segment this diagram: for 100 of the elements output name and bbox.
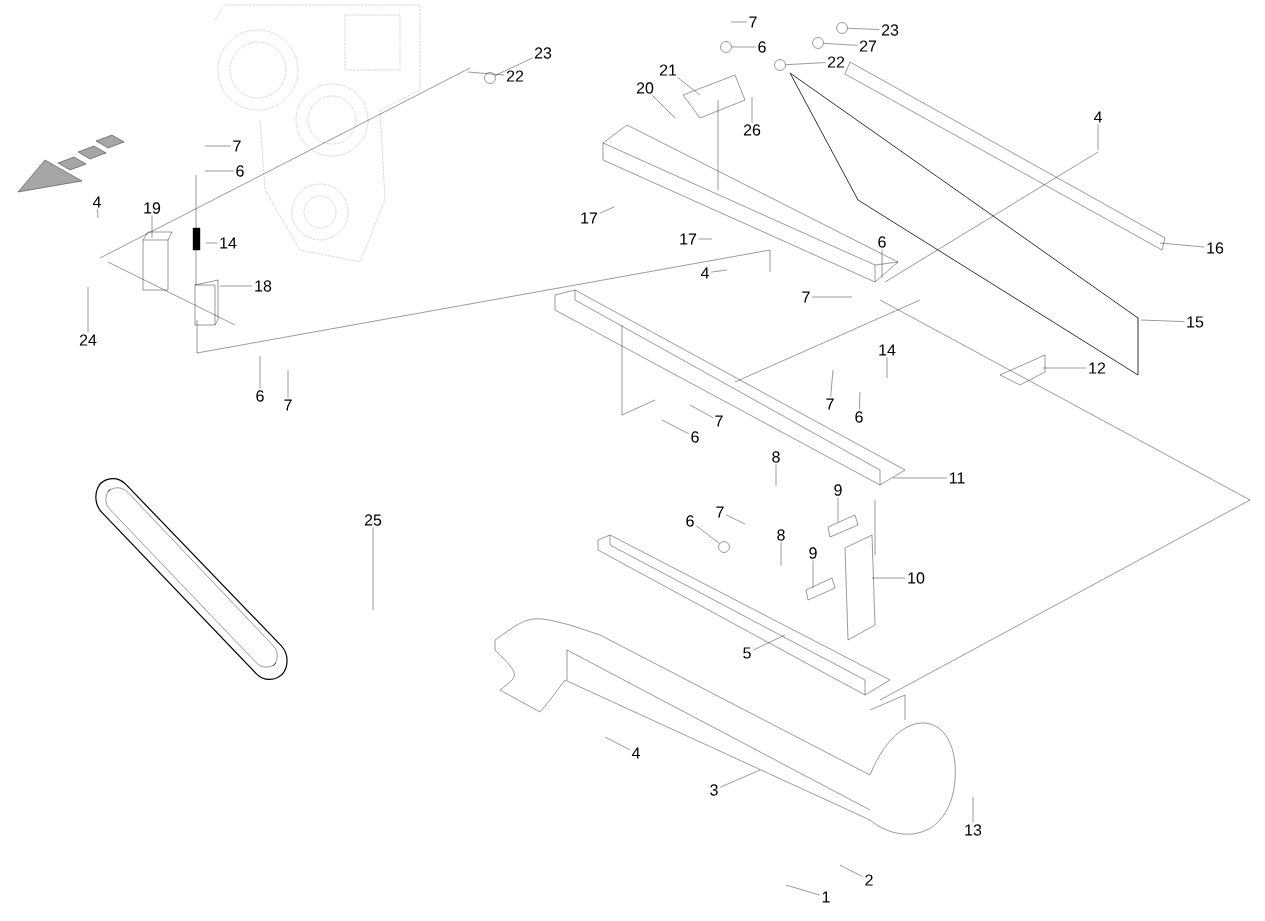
washer (718, 541, 730, 553)
callout-number: 17 (680, 233, 697, 245)
leader-line (837, 497, 839, 523)
callout-number: 9 (834, 484, 842, 496)
leader-line (698, 238, 713, 240)
leader-line (677, 77, 701, 96)
leader-line (823, 43, 858, 46)
callout-number: 4 (1093, 111, 1102, 123)
washer (774, 59, 786, 71)
leader-line (1140, 319, 1185, 322)
callout-number: 6 (691, 431, 699, 443)
leader-line (972, 796, 974, 823)
callout-number: 7 (284, 399, 292, 411)
leader-line (812, 560, 814, 589)
callout-number: 10 (908, 572, 925, 584)
callout-number: 16 (1207, 242, 1224, 254)
callout-number: 7 (749, 16, 757, 28)
leader-line (1159, 242, 1205, 248)
callout-number: 21 (659, 64, 677, 76)
leader-line (1042, 367, 1087, 369)
leader-line (892, 477, 948, 479)
callout-number: 2 (865, 874, 873, 886)
callout-number: 5 (743, 647, 751, 659)
callout-number: 27 (859, 40, 877, 52)
leader-line (151, 215, 153, 239)
leader-line (599, 206, 615, 214)
washer (812, 37, 824, 49)
leader-line (1097, 124, 1099, 151)
leader-line (467, 71, 505, 76)
leader-line (830, 369, 834, 397)
callout-number: 26 (743, 124, 761, 136)
leader-line (839, 864, 864, 878)
callout-number: 20 (636, 82, 654, 94)
washer (484, 72, 496, 84)
leader-line (689, 404, 714, 418)
callout-number: 17 (581, 212, 598, 224)
leader-line (97, 209, 99, 219)
leader-line (219, 285, 253, 287)
callout-number: 7 (802, 291, 810, 303)
callout-number: 13 (965, 824, 982, 836)
leader-line (494, 57, 533, 76)
callout-number: 19 (144, 202, 161, 214)
leader-line (725, 514, 746, 525)
leader-line (731, 46, 757, 48)
leader-line (751, 96, 753, 123)
leader-line (661, 419, 690, 435)
leader-line (604, 736, 631, 751)
callout-number: 4 (700, 267, 709, 279)
callout-number: 4 (92, 196, 101, 208)
leader-line (652, 95, 676, 119)
leader-line (847, 28, 880, 30)
callout-number: 6 (855, 411, 863, 423)
callout-number: 6 (878, 236, 886, 248)
leader-line (871, 577, 906, 579)
leader-line (695, 525, 720, 544)
callout-number: 6 (758, 41, 766, 53)
leader-line (775, 464, 777, 487)
callout-number: 7 (233, 140, 241, 152)
callout-number: 22 (827, 56, 845, 68)
leader-line (811, 296, 853, 298)
leader-line (881, 249, 883, 279)
leader-line (259, 355, 261, 389)
callout-number: 25 (364, 514, 382, 526)
leader-line (205, 242, 218, 244)
leader-line (730, 21, 748, 23)
callout-number: 23 (881, 24, 899, 36)
callout-number: 7 (715, 415, 723, 427)
leader-line (886, 357, 888, 379)
callout-number: 1 (822, 891, 830, 903)
leader-line (372, 527, 374, 611)
callout-number: 22 (506, 70, 524, 82)
callout-number: 6 (236, 165, 244, 177)
leader-line (204, 145, 232, 147)
washer (836, 22, 848, 34)
callout-number: 23 (534, 47, 552, 59)
leader-line (752, 634, 786, 651)
callout-number: 14 (220, 237, 237, 249)
washer (720, 41, 732, 53)
leader-line (785, 884, 821, 896)
callout-number: 7 (716, 506, 724, 518)
callout-number: 8 (777, 529, 785, 541)
leader-line (859, 391, 861, 410)
callout-number: 3 (710, 784, 718, 796)
callout-number: 11 (949, 472, 965, 484)
callout-number: 24 (79, 334, 97, 346)
leader-line (204, 170, 235, 172)
leader-line (287, 369, 289, 398)
callout-number: 18 (255, 280, 272, 292)
leader-line (719, 769, 761, 788)
leader-line (780, 542, 782, 567)
callout-number: 14 (879, 344, 896, 356)
leader-line (785, 62, 826, 65)
callout-number: 12 (1089, 362, 1106, 374)
callout-number: 7 (826, 398, 834, 410)
callout-number: 6 (256, 390, 264, 402)
leader-line (87, 286, 89, 333)
callout-number: 4 (631, 747, 640, 759)
callout-number: 8 (772, 451, 780, 463)
callout-number: 9 (809, 547, 817, 559)
callout-number: 6 (686, 515, 694, 527)
